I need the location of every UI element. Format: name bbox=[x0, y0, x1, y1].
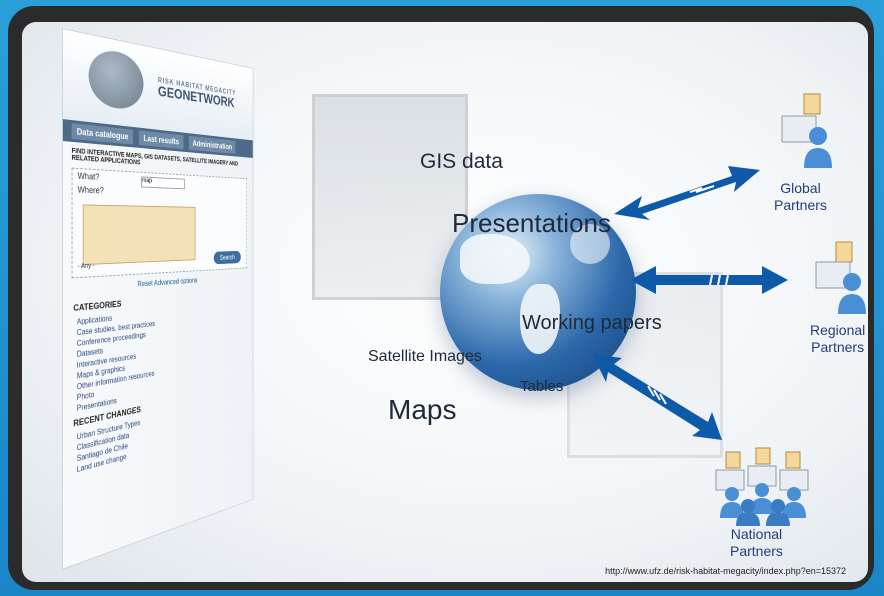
tab-data-catalogue: Data catalogue bbox=[71, 123, 134, 145]
search-button: Search bbox=[213, 250, 241, 265]
webpage-brand: RISK HABITAT MEGACITY GEONETWORK bbox=[158, 76, 236, 112]
monitor-back-left bbox=[312, 94, 468, 300]
continent-shape bbox=[570, 224, 610, 264]
global-partners-line1: Global bbox=[780, 180, 821, 196]
geonetwork-webpage-image: RISK HABITAT MEGACITY GEONETWORK Data ca… bbox=[62, 28, 254, 570]
label-presentations: Presentations bbox=[452, 208, 611, 238]
arrow-global-icon bbox=[614, 166, 760, 220]
label-tables: Tables bbox=[520, 378, 564, 395]
arrow-regional-icon bbox=[630, 266, 788, 294]
label-satellite-images: Satellite Images bbox=[368, 348, 482, 365]
national-partners-label: National Partners bbox=[730, 526, 783, 560]
earth-globe-icon bbox=[440, 194, 636, 390]
continent-shape bbox=[460, 234, 530, 284]
where-label: Where? bbox=[77, 184, 104, 196]
tab-administration: Administration bbox=[188, 135, 236, 154]
diagram-panel: RISK HABITAT MEGACITY GEONETWORK Data ca… bbox=[22, 22, 868, 582]
regional-partners-line2: Partners bbox=[811, 339, 865, 355]
any-select: - Any - bbox=[77, 262, 95, 271]
tab-last-results: Last results bbox=[139, 130, 184, 150]
what-label: What? bbox=[77, 170, 100, 182]
world-map-thumbnail bbox=[82, 204, 196, 266]
globe-logo-icon bbox=[88, 46, 144, 112]
source-url: http://www.ufz.de/risk-habitat-megacity/… bbox=[605, 566, 846, 576]
national-partners-group-icon bbox=[715, 447, 809, 526]
search-box: What? map Where? - Any - Search bbox=[71, 167, 248, 279]
arrow-national-icon bbox=[592, 354, 722, 440]
label-gis-data: GIS data bbox=[420, 150, 503, 173]
what-input: map bbox=[141, 176, 185, 190]
label-maps: Maps bbox=[388, 394, 457, 425]
global-partners-label: Global Partners bbox=[774, 180, 827, 214]
global-partners-line2: Partners bbox=[774, 197, 827, 213]
national-partners-line1: National bbox=[730, 526, 783, 542]
global-partner-user-icon bbox=[781, 93, 832, 168]
continent-shape bbox=[520, 284, 560, 354]
national-partners-line2: Partners bbox=[730, 543, 783, 559]
label-working-papers: Working papers bbox=[522, 312, 662, 334]
regional-partner-user-icon bbox=[815, 241, 866, 314]
regional-partners-label: Regional Partners bbox=[810, 322, 865, 356]
regional-partners-line1: Regional bbox=[810, 322, 866, 338]
